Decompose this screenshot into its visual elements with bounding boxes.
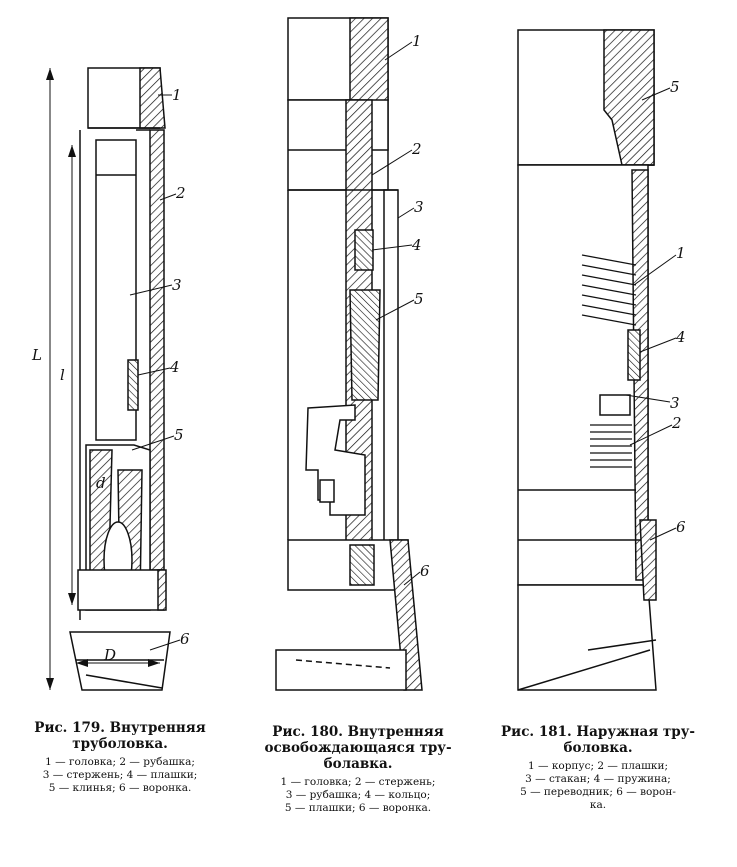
fig180-title-line: освобождающаяся тру-: [264, 740, 452, 756]
fig181-label-1: 1: [676, 244, 686, 262]
fig181-legend-line: 1 — корпус; 2 — плашки;: [527, 760, 669, 772]
fig181-caption: Рис. 181. Наружная тру- боловка. 1 — кор…: [482, 724, 714, 812]
fig180-legend-line: 1 — головка; 2 — стержень;: [280, 776, 436, 788]
fig180-drawing: [275, 17, 423, 691]
fig179-legend: 1 — головка; 2 — рубашка; 3 — стержень; …: [4, 756, 236, 795]
fig179-label-5: 5: [174, 426, 184, 444]
fig180-label-3: 3: [414, 198, 424, 216]
fig179-dim-l: l: [60, 366, 65, 384]
fig179-label-6: 6: [180, 630, 190, 648]
fig181-legend: 1 — корпус; 2 — плашки; 3 — стакан; 4 — …: [482, 760, 714, 812]
fig179-label-4: 4: [169, 358, 180, 376]
fig181-label-3: 3: [670, 394, 680, 412]
fig181-title-line: боловка.: [563, 740, 633, 756]
fig181-title-line: Рис. 181. Наружная тру-: [501, 724, 695, 740]
fig181-legend-line: ка.: [589, 799, 607, 811]
fig181-title: Рис. 181. Наружная тру- боловка.: [482, 724, 714, 756]
fig179-dim-L: L: [31, 346, 42, 364]
fig181-label-2: 2: [671, 414, 682, 432]
fig181-label-5: 5: [670, 78, 680, 96]
fig180-title: Рис. 180. Внутренняя освобождающаяся тру…: [240, 724, 476, 772]
fig179-dim-d: d: [96, 474, 106, 492]
fig181-legend-line: 3 — стакан; 4 — пружина;: [525, 773, 671, 785]
fig179-title-line: Рис. 179. Внутренняя: [34, 720, 206, 736]
fig179-title: Рис. 179. Внутренняя труболовка.: [4, 720, 236, 752]
fig181-legend-line: 5 — переводник; 6 — ворон-: [520, 786, 676, 798]
fig180-label-2: 2: [411, 140, 422, 158]
fig179-caption: Рис. 179. Внутренняя труболовка. 1 — гол…: [4, 720, 236, 795]
fig180-title-line: Рис. 180. Внутренняя: [272, 724, 444, 740]
fig180-legend-line: 5 — плашки; 6 — воронка.: [284, 802, 432, 814]
fig179-label-3: 3: [172, 276, 182, 294]
fig179-title-line: труболовка.: [72, 736, 168, 752]
fig180-legend: 1 — головка; 2 — стержень; 3 — рубашка; …: [240, 776, 476, 815]
fig181-label-4: 4: [675, 328, 686, 346]
fig179-label-2: 2: [175, 184, 186, 202]
figures-drawing: 1 2 3 4 5 6 L l d D 1 2 3 4 5 6 5 1 4 3 …: [31, 17, 686, 691]
fig179-label-1: 1: [172, 86, 182, 104]
fig181-drawing: [517, 29, 677, 691]
fig180-label-6: 6: [420, 562, 430, 580]
fig180-caption: Рис. 180. Внутренняя освобождающаяся тру…: [240, 724, 476, 815]
fig181-label-6: 6: [676, 518, 686, 536]
fig180-label-4: 4: [411, 236, 422, 254]
fig179-legend-line: 1 — головка; 2 — рубашка;: [45, 756, 195, 768]
fig180-title-line: болавка.: [323, 756, 393, 772]
fig180-label-5: 5: [414, 290, 424, 308]
fig179-dim-D: D: [103, 646, 116, 664]
fig180-label-1: 1: [412, 32, 422, 50]
fig179-legend-line: 3 — стержень; 4 — плашки;: [42, 769, 198, 781]
fig179-legend-line: 5 — клинья; 6 — воронка.: [48, 782, 192, 794]
fig179-drawing: [46, 67, 181, 691]
fig180-legend-line: 3 — рубашка; 4 — кольцо;: [285, 789, 431, 801]
